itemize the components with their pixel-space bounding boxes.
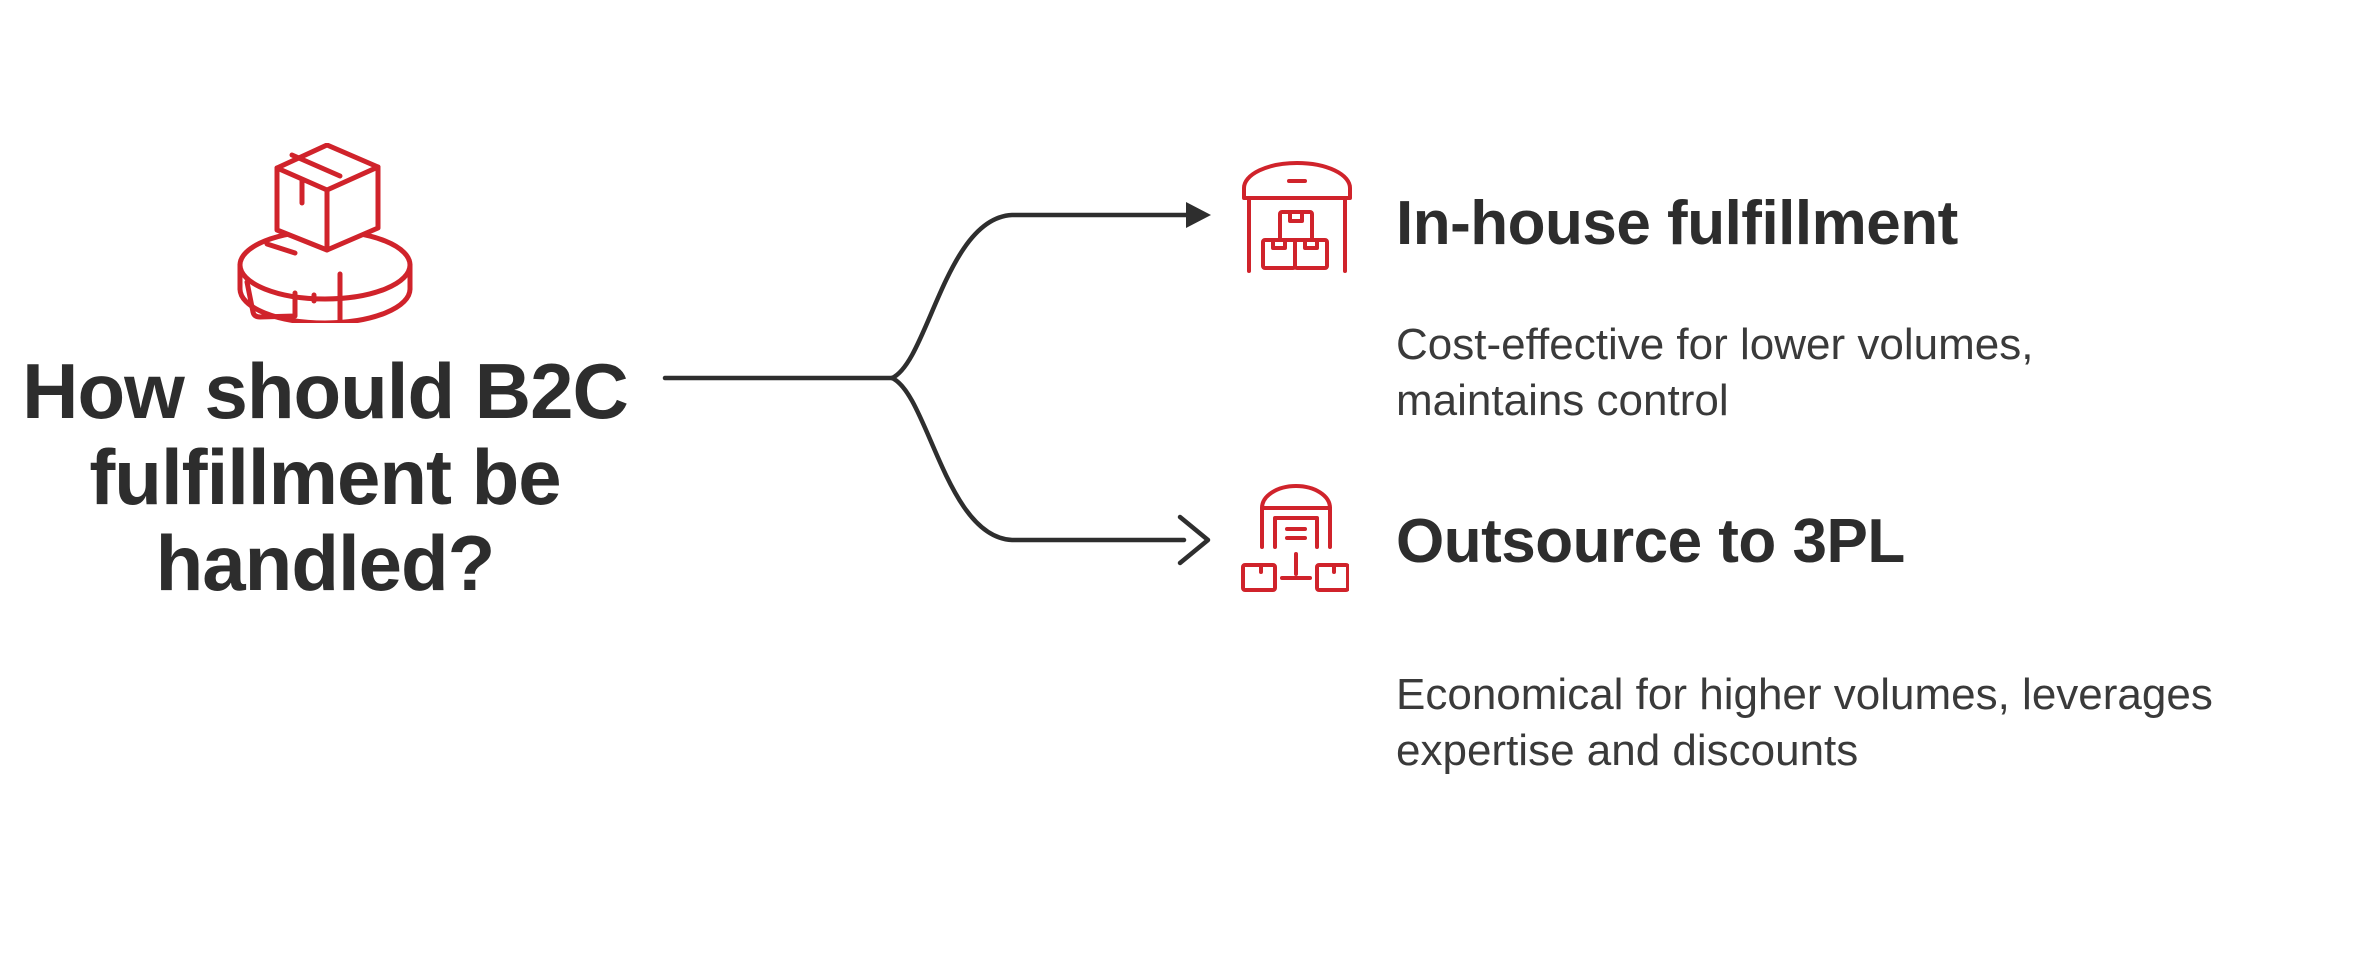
branch-top-curve — [889, 212, 1189, 381]
description-line: expertise and discounts — [1396, 726, 1859, 775]
question-title-line: handled? — [155, 519, 496, 607]
description-line: maintains control — [1396, 376, 1729, 425]
question-title-line: fulfillment be — [89, 433, 561, 521]
branch-description: Cost-effective for lower volumes, mainta… — [1396, 317, 2033, 429]
package-robot-icon — [237, 143, 413, 323]
branch-heading: Outsource to 3PL — [1396, 507, 1905, 576]
warehouse-boxes-icon — [1242, 161, 1352, 273]
branch-description: Economical for higher volumes, leverages… — [1396, 667, 2213, 779]
description-line: Economical for higher volumes, leverages — [1396, 670, 2213, 719]
warehouse-network-icon — [1241, 484, 1349, 592]
branch-heading: In-house fulfillment — [1396, 189, 1958, 258]
arrowhead-open-icon — [1177, 514, 1211, 566]
question-title: How should B2C fulfillment be handled? — [0, 348, 650, 606]
arrowhead-filled-icon — [1186, 202, 1211, 228]
description-line: Cost-effective for lower volumes, — [1396, 320, 2034, 369]
branch-bottom-curve — [889, 375, 1187, 543]
question-title-line: How should B2C — [22, 347, 629, 435]
